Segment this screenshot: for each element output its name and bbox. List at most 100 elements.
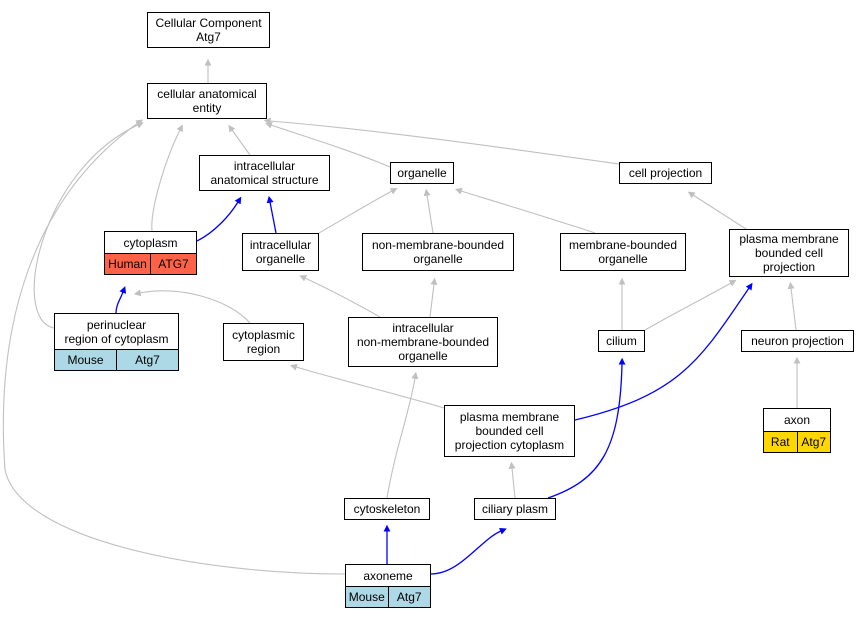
node-label-line: plasma membrane (739, 232, 839, 246)
edge-pmbcpc-to-cytoreg (289, 363, 445, 409)
node-ciliaryplasm[interactable]: ciliary plasm (474, 498, 556, 520)
edge-inmbo-to-nmbo (429, 277, 438, 318)
node-cellproj[interactable]: cell projection (619, 162, 712, 184)
node-label: axon (764, 409, 830, 431)
node-label-line: cytoplasm (123, 235, 178, 250)
node-label: cilium (599, 331, 644, 351)
node-label-line: non-membrane-bounded (356, 335, 490, 349)
node-label: cell projection (620, 163, 711, 183)
edge-pmbcp-to-cellproj (687, 191, 747, 230)
node-neuronproj[interactable]: neuron projection (741, 330, 854, 352)
node-label-line: cell projection (628, 166, 703, 180)
annotation-species: Rat (770, 435, 790, 449)
edge-mbo-to-organelle (454, 187, 596, 234)
edge-ciliaryplasm-to-pmbcpc (508, 461, 516, 499)
edge-cytoplasm-to-cae (151, 124, 183, 232)
edge-perinuc-to-cytoplasm (115, 286, 127, 314)
node-label-line: Cellular Component (155, 16, 262, 30)
edge-cellproj-to-cae (263, 117, 620, 165)
annotation-gene: Atg7 (387, 587, 431, 607)
node-label-line: organelle (397, 166, 447, 180)
node-label-line: intracellular (392, 321, 454, 335)
node-label-line: cellular anatomical (157, 87, 257, 101)
node-label-line: projection cytoplasm (454, 438, 565, 452)
annotation-row: Rat Atg7 (764, 431, 830, 452)
edge-ciliaryplasm-to-cilium (547, 357, 626, 499)
node-label-line: projection (762, 260, 816, 274)
node-label-line: bounded cell (475, 424, 544, 438)
edge-nmbo-to-organelle (423, 188, 434, 234)
edge-cytoreg-to-cytoplasm (133, 289, 251, 324)
node-label-line: non-membrane-bounded (371, 238, 505, 252)
node-label-line: membrane-bounded (568, 238, 678, 252)
node-label-line: organelle (398, 349, 448, 363)
node-label-line: plasma membrane (459, 410, 560, 424)
annotation-species: Mouse (67, 353, 104, 367)
node-label-line: region of cytoplasm (64, 331, 169, 346)
node-label-line: organelle (413, 252, 463, 266)
edge-intraorg-to-organelle (318, 188, 398, 234)
node-label-line: cytoplasmic (232, 328, 295, 342)
node-label-line: cilium (606, 334, 637, 348)
edge-cytoplasm-to-ias (196, 196, 242, 242)
edge-neuronproj-to-pmbcp (787, 281, 797, 331)
node-label-line: anatomical structure (210, 173, 319, 187)
node-label-line: organelle (598, 252, 648, 266)
edge-axoneme-to-ciliaryplasm (430, 528, 507, 575)
node-label-line: Atg7 (196, 30, 221, 44)
edge-ias-to-cae (228, 124, 251, 156)
node-cilium[interactable]: cilium (598, 330, 645, 352)
node-label: cytoplasm (105, 232, 196, 253)
edge-inmbo-to-intraorg (299, 275, 381, 318)
node-label-line: intracellular (249, 238, 312, 252)
node-label-line: organelle (255, 252, 306, 266)
node-label-line: neuron projection (751, 334, 844, 348)
annotation-species: Mouse (348, 590, 385, 604)
edge-axoneme-to-cae (2, 119, 346, 575)
annotation-gene: Atg7 (796, 432, 831, 452)
node-label: cytoskeleton (345, 499, 429, 519)
node-label: ciliary plasm (475, 499, 555, 519)
node-label: organelle (391, 163, 453, 183)
node-label-line: axoneme (363, 568, 413, 583)
node-label: axoneme (346, 565, 430, 586)
edge-organelle-to-cae (265, 121, 391, 168)
node-label: neuron projection (742, 331, 853, 351)
node-cytoskeleton[interactable]: cytoskeleton (344, 498, 430, 520)
annotation-row: Mouse Atg7 (55, 349, 178, 370)
node-organelle[interactable]: organelle (390, 162, 454, 184)
edge-intraorg-to-ias (266, 195, 277, 234)
edge-perinuc-to-cae (33, 122, 144, 329)
annotation-gene: ATG7 (150, 254, 196, 274)
node-label-line: perinuclear (86, 317, 147, 332)
annotation-gene: Atg7 (116, 350, 178, 370)
